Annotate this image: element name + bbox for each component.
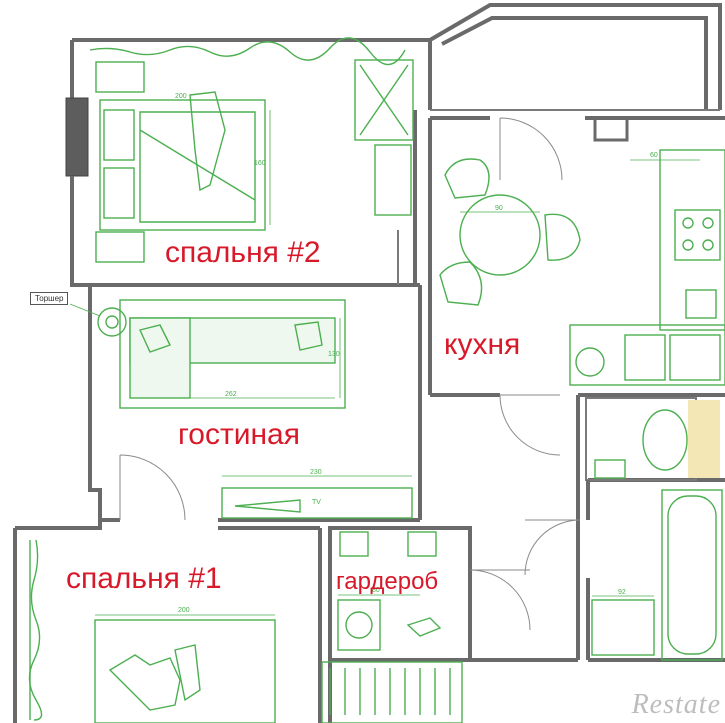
chair-1 (444, 158, 490, 199)
floor-lamp (97, 307, 127, 337)
dim-kitchen-top: 60 (650, 152, 658, 159)
bed-2 (99, 99, 266, 231)
tv-unit (221, 487, 413, 519)
dim-wardrobe-w: 80 (372, 587, 380, 594)
chair-3 (439, 261, 483, 306)
bedroom2-furniture: 200 160 (89, 37, 414, 263)
kitchen-counter (659, 149, 725, 331)
curtain (89, 37, 406, 66)
kitchen-furniture: 90 60 (439, 149, 725, 386)
floor-lamp-label: Торшер (30, 292, 69, 305)
wardrobe-furniture: 80 (321, 531, 463, 723)
dim-sofa-length: 262 (225, 391, 237, 398)
toilet (642, 409, 688, 471)
sink-round (575, 347, 605, 377)
room-label-kitchen: кухня (444, 328, 521, 361)
kitchen-bottom-counter (569, 324, 725, 386)
walls (13, 3, 725, 723)
dim-table: 90 (495, 205, 503, 212)
washer-sink (591, 599, 655, 656)
bed-1 (94, 619, 276, 723)
dim-bed2-length: 160 (254, 160, 266, 167)
dining-table (459, 194, 541, 276)
dim-bed2-width: 200 (175, 93, 187, 100)
toilet-room (585, 397, 697, 481)
room-label-bedroom2: спальня #2 (165, 236, 321, 269)
dim-tv-unit: 230 (310, 469, 322, 476)
dresser (374, 144, 412, 216)
living-furniture: 262 130 230 TV (69, 299, 413, 519)
room-label-wardrobe: гардероб (336, 568, 439, 595)
person-figure (189, 91, 226, 192)
washing-machine (337, 599, 381, 651)
watermark: Restate (631, 689, 721, 720)
dim-sofa-depth: 130 (328, 351, 340, 358)
stove (674, 209, 721, 261)
bathtub (661, 489, 723, 661)
nightstand-2 (95, 231, 145, 263)
wardrobe-bedroom2 (354, 59, 414, 141)
sink (685, 289, 717, 319)
radiator (65, 97, 89, 177)
room-label-bedroom1: спальня #1 (66, 562, 222, 595)
box (688, 400, 720, 478)
column (593, 116, 629, 142)
sofa-area (119, 299, 346, 409)
bathroom-furniture: 92 (591, 400, 723, 661)
person-figure-1 (108, 654, 181, 711)
closet-rack (321, 661, 463, 723)
nightstand (95, 61, 145, 93)
doors (119, 117, 581, 631)
tv-label: TV (312, 499, 321, 506)
room-label-living: гостиная (178, 418, 300, 451)
dim-bed1-width: 200 (178, 607, 190, 614)
bedroom1-furniture: 200 (28, 539, 276, 723)
chair-2 (544, 213, 581, 261)
dim-bath-w: 92 (618, 589, 626, 596)
